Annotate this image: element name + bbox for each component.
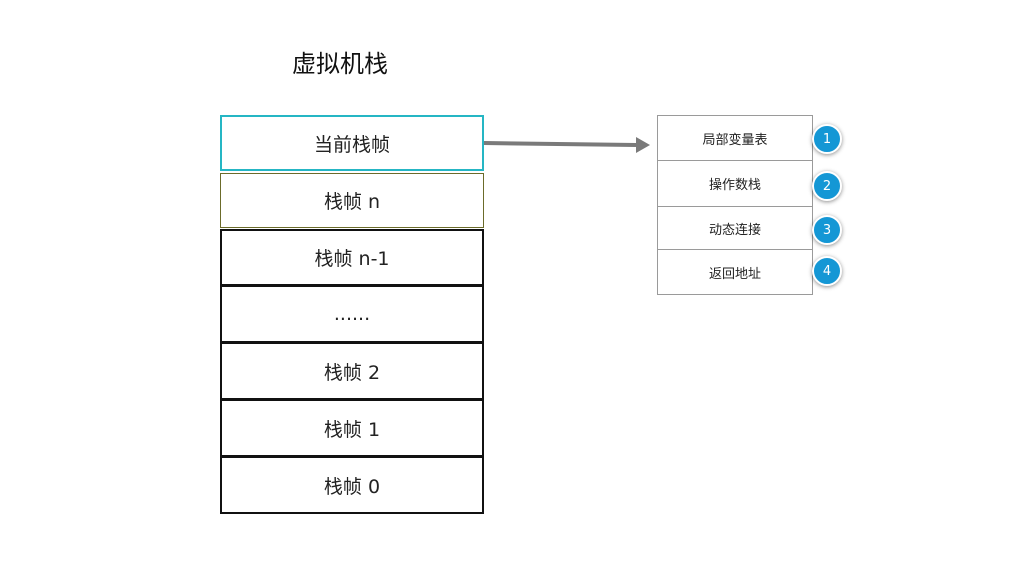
badge-2: 2 bbox=[812, 171, 842, 201]
return-address-row: 返回地址 bbox=[657, 249, 813, 295]
operand-stack-row: 操作数栈 bbox=[657, 160, 813, 207]
diagram-title: 虚拟机栈 bbox=[292, 50, 388, 78]
dynamic-linking-row: 动态连接 bbox=[657, 206, 813, 250]
stack-frame-0: 栈帧 0 bbox=[220, 456, 484, 514]
badge-4: 4 bbox=[812, 256, 842, 286]
stack-frame-n: 栈帧 n bbox=[220, 173, 484, 228]
stack-frame-n-minus-1: 栈帧 n-1 bbox=[220, 229, 484, 286]
badge-3: 3 bbox=[812, 215, 842, 245]
stack-frame-2: 栈帧 2 bbox=[220, 342, 484, 400]
local-variable-table-row: 局部变量表 bbox=[657, 115, 813, 161]
stack-frame-1: 栈帧 1 bbox=[220, 399, 484, 457]
badge-1: 1 bbox=[812, 124, 842, 154]
stack-frame-current: 当前栈帧 bbox=[220, 115, 484, 171]
